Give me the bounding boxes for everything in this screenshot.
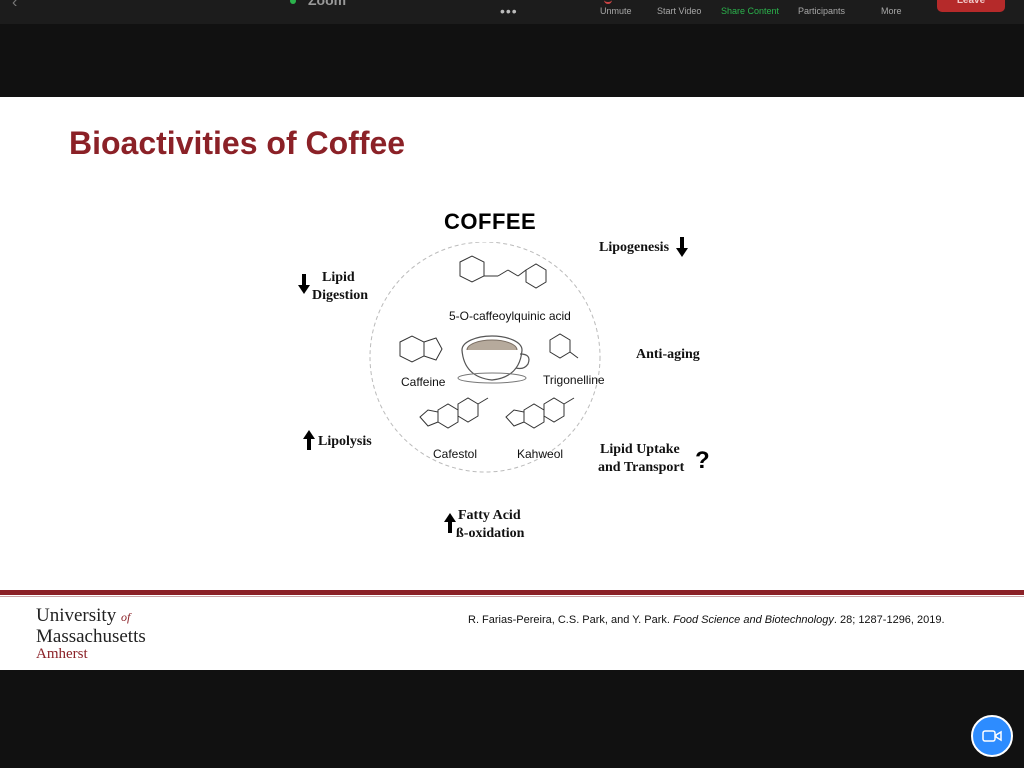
citation-details: . 28; 1287-1296, 2019. <box>833 614 945 626</box>
coffee-cup-illustration <box>457 335 530 384</box>
logo-university: University <box>36 605 117 626</box>
umass-amherst-logo: University of Massachusetts Amherst <box>36 606 146 662</box>
logo-of: of <box>120 610 131 624</box>
share-content-button[interactable]: Share Content <box>721 6 780 16</box>
unmute-button[interactable]: Unmute <box>600 6 632 16</box>
zoom-logo: Zoom <box>308 0 347 8</box>
zoom-status-dot <box>290 0 296 4</box>
coffee-heading: COFFEE <box>444 209 537 234</box>
footer-accent-line <box>0 596 1024 597</box>
footer-accent-bar <box>0 590 1024 595</box>
shared-slide: Bioactivities of Coffee COFFEE <box>0 97 1024 670</box>
leave-button[interactable]: Leave <box>937 0 1005 12</box>
dashed-circle <box>369 242 601 473</box>
effect-lipid-digestion-line2: Digestion <box>312 288 368 303</box>
effect-anti-aging: Anti-aging <box>636 347 700 362</box>
compound-label-kahweol: Kahweol <box>517 447 564 461</box>
compound-label-caffeine: Caffeine <box>401 375 446 389</box>
effect-fatty-acid-line1: Fatty Acid <box>458 508 521 523</box>
video-camera-icon <box>982 730 1002 742</box>
arrow-down-icon <box>676 237 688 257</box>
meeting-toolbar: ‹ Zoom ••• Unmute Start Video Share Cont… <box>0 0 1024 24</box>
more-button[interactable]: More <box>881 6 902 16</box>
kahweol-structure <box>505 397 575 429</box>
effect-fatty-acid-line2: ß-oxidation <box>456 526 525 541</box>
effect-lipid-uptake-line1: Lipid Uptake <box>600 442 680 457</box>
participants-button[interactable]: Participants <box>798 6 846 16</box>
caffeine-structure <box>399 335 443 363</box>
back-arrow-icon[interactable]: ‹ <box>12 0 18 11</box>
unknown-effect-mark: ? <box>695 447 710 474</box>
caffeoylquinic-structure <box>459 255 547 289</box>
mic-muted-icon <box>604 0 612 4</box>
more-options-icon[interactable]: ••• <box>500 3 518 19</box>
arrow-down-icon <box>298 274 310 294</box>
effect-lipid-uptake-line2: and Transport <box>598 460 685 475</box>
video-toggle-button[interactable] <box>971 715 1013 757</box>
effect-lipid-digestion-line1: Lipid <box>322 270 355 285</box>
arrow-up-icon <box>303 430 315 450</box>
logo-amherst: Amherst <box>36 646 88 662</box>
start-video-button[interactable]: Start Video <box>657 6 702 16</box>
effect-lipolysis: Lipolysis <box>318 434 372 449</box>
logo-massachusetts: Massachusetts <box>36 626 146 647</box>
effect-lipogenesis: Lipogenesis <box>599 240 670 255</box>
citation: R. Farias-Pereira, C.S. Park, and Y. Par… <box>468 614 945 626</box>
compound-label-cafestol: Cafestol <box>433 447 478 461</box>
slide-title: Bioactivities of Coffee <box>69 125 406 161</box>
citation-authors: R. Farias-Pereira, C.S. Park, and Y. Par… <box>468 614 674 626</box>
compound-label-trigonelline: Trigonelline <box>543 373 605 387</box>
compound-label-caffeoylquinic: 5-O-caffeoylquinic acid <box>449 309 571 323</box>
coffee-compounds-diagram <box>369 242 601 473</box>
citation-journal: Food Science and Biotechnology <box>673 614 834 626</box>
arrow-up-icon <box>444 513 456 533</box>
cafestol-structure <box>419 397 489 429</box>
trigonelline-structure <box>549 333 579 359</box>
